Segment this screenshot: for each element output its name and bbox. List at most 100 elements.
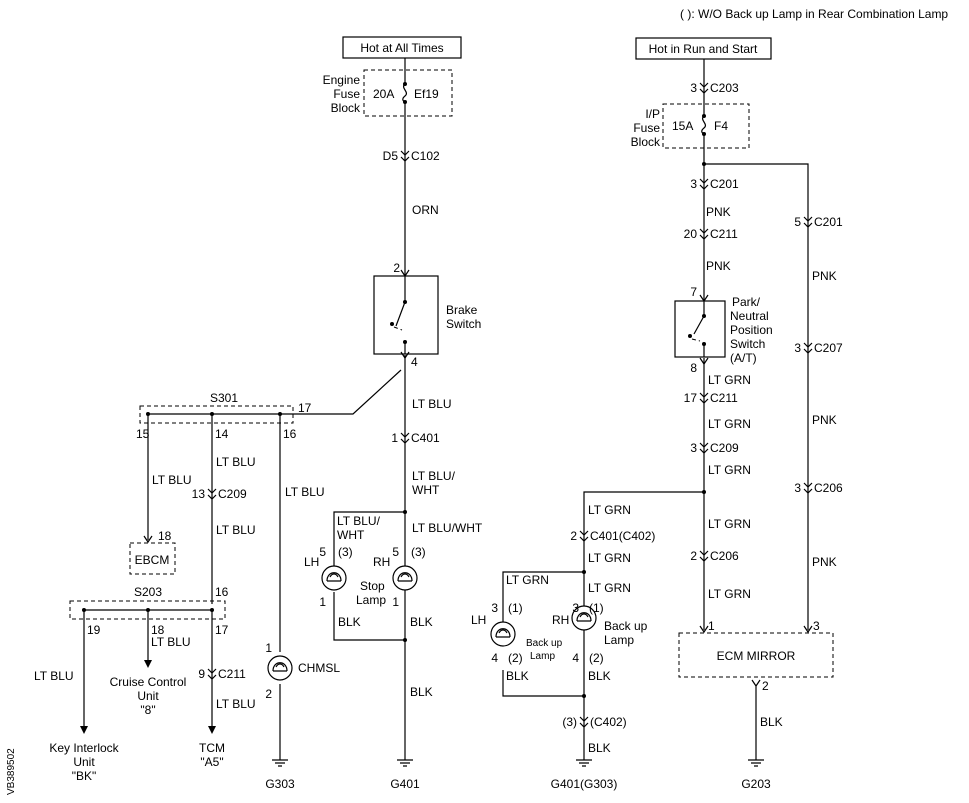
c207-label: C207: [814, 341, 843, 355]
pnp-pin-bottom: 8: [690, 361, 697, 375]
ground-g401-g303-icon: [575, 759, 593, 767]
wire-lt-grn-branch: LT GRN: [588, 503, 631, 517]
splice-s203-label: S203: [134, 585, 162, 599]
backup-rh-pin4: 4: [572, 651, 579, 665]
c209-pin: 3: [690, 441, 697, 455]
wire-lt-grn-6: LT GRN: [588, 581, 631, 595]
pnp-label-2: Neutral: [730, 309, 769, 323]
wire-lt-blu-wht-a-2: WHT: [412, 483, 440, 497]
s203-pin-17: 17: [215, 623, 229, 637]
s203-pin-19: 19: [87, 623, 101, 637]
power-label: Hot at All Times: [360, 41, 443, 55]
s203-pin-18: 18: [151, 623, 165, 637]
c401-pin: 2: [570, 529, 577, 543]
c402-pin: (3): [562, 715, 577, 729]
power-box-hot-at-all-times: [342, 36, 462, 59]
wire-blk-g401g303: BLK: [588, 741, 611, 755]
ground-g203-icon: [747, 759, 765, 767]
s301-pin-17: 17: [298, 401, 312, 415]
wire-lt-blu-wht-b-1: LT BLU/: [337, 514, 381, 528]
pnp-label-4: Switch: [730, 337, 765, 351]
splice-s301-label: S301: [210, 391, 238, 405]
ground-g203: G203: [741, 777, 771, 791]
tcm-label-1: TCM: [199, 741, 225, 755]
stop-lh-pin1: 1: [319, 595, 326, 609]
note-text: ( ): W/O Back up Lamp in Rear Combinatio…: [680, 7, 948, 21]
c401-pin: 1: [391, 431, 398, 445]
ecm-pin-1: 1: [708, 619, 715, 633]
cruise-label-2: Unit: [137, 689, 159, 703]
backup-rh: RH: [552, 613, 569, 627]
wire-lt-blu-wht-a-1: LT BLU/: [412, 469, 456, 483]
wire-lt-grn-8: LT GRN: [708, 587, 751, 601]
wire-lt-blu-ebcm: LT BLU: [152, 473, 192, 487]
c201-label-a: C201: [710, 177, 739, 191]
pnp-pin-top: 7: [690, 285, 697, 299]
ebcm-pin: 18: [158, 529, 172, 543]
s301-pin-15: 15: [136, 427, 150, 441]
stop-rh-pin1: 1: [392, 595, 399, 609]
engine-fuse-block-label-2: Fuse: [333, 87, 360, 101]
side-code: VB389502: [6, 748, 17, 795]
c211-pin: 20: [684, 227, 698, 241]
s203-pin-16: 16: [215, 585, 229, 599]
pnp-label-3: Position: [730, 323, 773, 337]
backup-rh-pin4p: (2): [589, 651, 604, 665]
wire-lt-grn-4: LT GRN: [588, 551, 631, 565]
c401-label: C401(C402): [590, 529, 655, 543]
c206-pin-a: 3: [794, 481, 801, 495]
ebcm-label: EBCM: [135, 553, 170, 567]
stop-rh: RH: [373, 555, 390, 569]
wire-lt-grn-3: LT GRN: [708, 463, 751, 477]
chmsl-pin-2: 2: [265, 687, 272, 701]
wire-pnk-2: PNK: [706, 259, 731, 273]
fuse-name-f4: F4: [714, 119, 728, 133]
ground-g303-icon: [271, 759, 289, 767]
stop-lamp-label-1: Stop: [360, 579, 385, 593]
backup-lh-pin3: 3: [491, 601, 498, 615]
backup-lh-pin3p: (1): [508, 601, 523, 615]
wire-lt-grn-2: LT GRN: [708, 417, 751, 431]
right-circuit: Hot in Run and Start 3 C203 I/P Fuse Blo…: [471, 37, 843, 791]
ecm-pin-2: 2: [762, 679, 769, 693]
wire-lt-blu-chmsl: LT BLU: [285, 485, 325, 499]
c207-pin: 3: [794, 341, 801, 355]
wire-blk-g203: BLK: [760, 715, 783, 729]
backup-lh-pin4: 4: [491, 651, 498, 665]
chmsl-lamp-icon: [267, 655, 293, 681]
backup-lamp-small-1: Back up: [526, 638, 563, 649]
pnp-label-1: Park/: [732, 295, 761, 309]
stop-lamp-label-2: Lamp: [356, 593, 386, 607]
wire-pnk-4: PNK: [812, 413, 837, 427]
cruise-label-1: Cruise Control: [110, 675, 187, 689]
chmsl-label: CHMSL: [298, 661, 340, 675]
backup-lamp-small-2: Lamp: [530, 651, 555, 662]
wire-lt-grn-5: LT GRN: [506, 573, 549, 587]
splice-s203: [69, 600, 226, 620]
wire-orn: ORN: [412, 203, 439, 217]
key-interlock-1: Key Interlock: [49, 741, 119, 755]
c209-pin: 13: [192, 487, 206, 501]
ground-g303: G303: [265, 777, 295, 791]
left-circuit: Hot at All Times Engine Fuse Block 20A E…: [34, 36, 483, 791]
engine-fuse-block-label-1: Engine: [323, 73, 361, 87]
brake-switch-label-1: Brake: [446, 303, 478, 317]
fuse-rating-15a: 15A: [672, 119, 693, 133]
c203-label: C203: [710, 81, 739, 95]
c209-label: C209: [218, 487, 247, 501]
wire-blk-stop-rh: BLK: [410, 615, 433, 629]
cruise-label-3: "8": [140, 703, 155, 717]
tcm-label-2: "A5": [200, 755, 223, 769]
ip-fuse-block: [662, 103, 750, 149]
c206-label-b: C206: [710, 549, 739, 563]
brake-switch-label-2: Switch: [446, 317, 481, 331]
ecm-mirror-box: [678, 632, 834, 678]
c102-label: C102: [411, 149, 440, 163]
c201-label-b: C201: [814, 215, 843, 229]
c211b-label: C211: [710, 391, 738, 405]
wire-lt-blu-wht-c: LT BLU/WHT: [412, 521, 483, 535]
stop-rh-pin3: (3): [411, 545, 426, 559]
wire-pnk-5: PNK: [812, 555, 837, 569]
key-interlock-3: "BK": [72, 769, 97, 783]
wire-lt-grn-1: LT GRN: [708, 373, 751, 387]
